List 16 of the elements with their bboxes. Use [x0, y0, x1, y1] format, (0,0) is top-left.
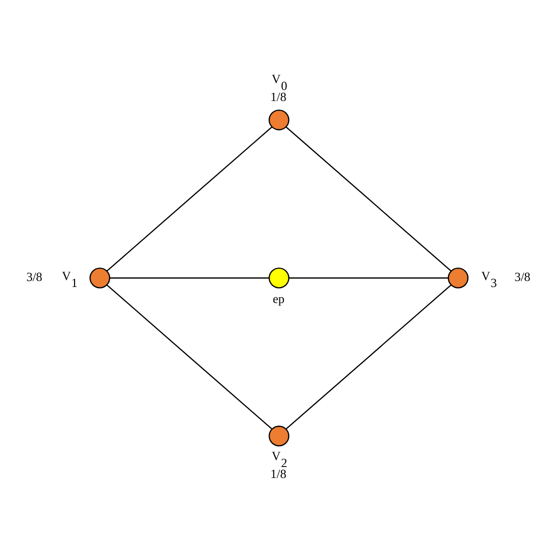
node-label: 1/8: [270, 90, 286, 104]
connector: [286, 284, 452, 430]
node-circle: [268, 426, 290, 446]
connector: [106, 126, 272, 272]
node-label: 3/8: [26, 270, 42, 284]
node-circle: [268, 110, 290, 130]
node-circle: [448, 268, 469, 288]
node-circle: [89, 268, 110, 288]
node-label: 3/8: [514, 270, 530, 284]
node-label: 1/8: [270, 467, 286, 482]
connector: [110, 277, 270, 279]
connector: [106, 284, 272, 430]
connector: [286, 126, 452, 272]
connector: [288, 277, 448, 279]
node-label: ep: [272, 292, 285, 306]
node-circle: [268, 268, 290, 288]
